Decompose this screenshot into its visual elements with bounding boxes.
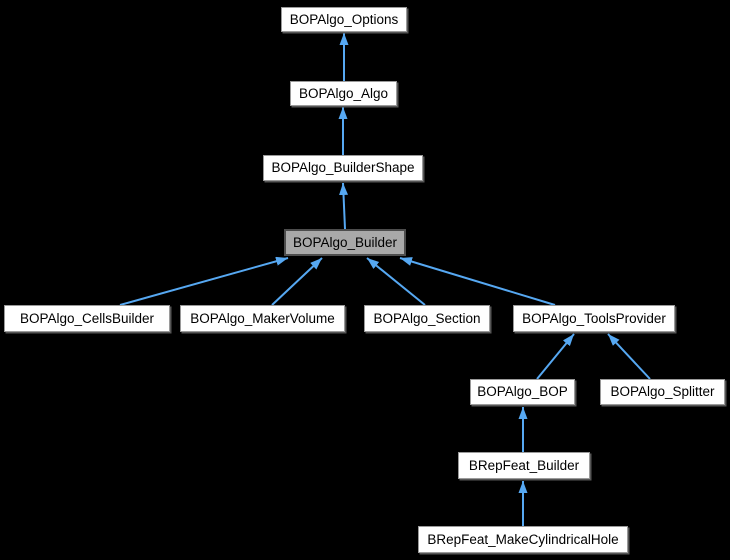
edge-splitter-to-toolsprovider: [607, 333, 651, 380]
node-bopalgo-bop[interactable]: BOPAlgo_BOP: [470, 379, 575, 405]
edge-builder-to-buildershape: [339, 182, 349, 230]
node-bopalgo-options[interactable]: BOPAlgo_Options: [281, 7, 407, 32]
node-bopalgo-algo[interactable]: BOPAlgo_Algo: [290, 81, 397, 106]
node-bopalgo-section[interactable]: BOPAlgo_Section: [364, 305, 490, 332]
edge-cellsbuilder-to-builder: [119, 256, 289, 306]
edge-bop-to-toolsprovider: [536, 333, 575, 380]
node-bopalgo-makervolume[interactable]: BOPAlgo_MakerVolume: [180, 305, 345, 332]
edge-makervolume-to-builder: [271, 257, 323, 306]
node-brepfeat-makecylindricalhole[interactable]: BRepFeat_MakeCylindricalHole: [418, 526, 628, 553]
node-bopalgo-cellsbuilder[interactable]: BOPAlgo_CellsBuilder: [4, 305, 170, 332]
node-bopalgo-builder-current: BOPAlgo_Builder: [284, 229, 406, 256]
node-bopalgo-splitter[interactable]: BOPAlgo_Splitter: [600, 379, 725, 405]
node-bopalgo-buildershape[interactable]: BOPAlgo_BuilderShape: [263, 155, 423, 181]
node-bopalgo-toolsprovider[interactable]: BOPAlgo_ToolsProvider: [513, 305, 675, 332]
node-brepfeat-builder[interactable]: BRepFeat_Builder: [458, 452, 590, 479]
edge-toolsprovider-to-builder: [399, 257, 556, 306]
edge-section-to-builder: [366, 257, 426, 306]
